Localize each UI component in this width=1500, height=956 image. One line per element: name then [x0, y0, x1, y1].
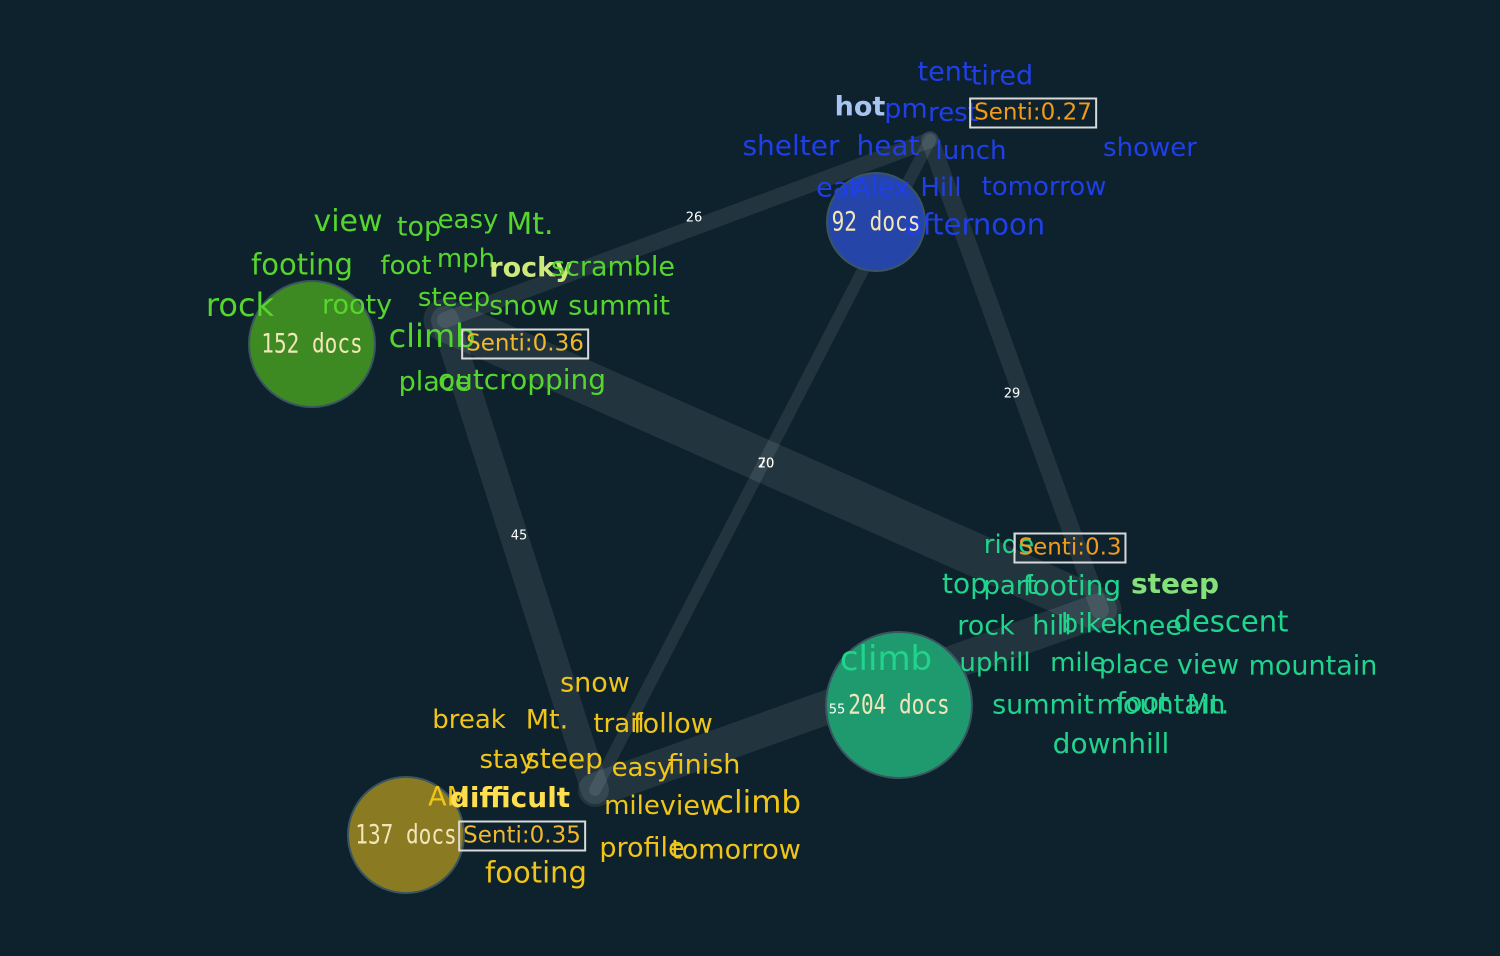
cluster-green-word: place	[398, 366, 472, 398]
cluster-blue-word: Hill	[920, 173, 962, 203]
cluster-teal-doc-count: 204 docs	[848, 689, 950, 721]
cluster-blue-word: shelter	[742, 129, 840, 162]
cluster-teal-word: mile	[1050, 648, 1106, 678]
edge-blue-teal	[921, 131, 1109, 619]
cluster-blue-doc-count: 92 docs	[831, 206, 921, 238]
nodes	[248, 172, 973, 894]
cluster-teal-word: mountain	[1096, 689, 1226, 721]
cluster-yellow-word: trail	[593, 709, 645, 739]
edge-green-teal	[423, 298, 1122, 632]
cluster-green-word: snow	[489, 290, 559, 322]
cluster-green-word: top	[396, 211, 442, 243]
cluster-blue-word: Alex	[851, 172, 911, 204]
cluster-yellow-word: profile	[599, 832, 685, 864]
cluster-node-blue[interactable]	[826, 172, 926, 272]
cluster-node-teal[interactable]	[825, 631, 973, 779]
cluster-blue-word: lunch	[935, 136, 1007, 166]
cluster-teal-word: descent	[1173, 604, 1289, 639]
cluster-green-word: rooty	[321, 289, 393, 321]
cluster-node-yellow[interactable]	[347, 776, 465, 894]
cluster-teal-word: steep	[1130, 567, 1220, 600]
edge-green-blue	[437, 132, 938, 328]
cluster-green-word: rocky	[489, 252, 573, 284]
cluster-teal-word: hill	[1032, 610, 1072, 642]
cluster-teal-word: view	[1176, 649, 1240, 681]
cluster-yellow-doc-count: 137 docs	[355, 819, 457, 851]
cluster-green-word: foot	[380, 251, 432, 281]
cluster-yellow-word: easy	[611, 753, 673, 783]
cluster-teal-sentiment-badge: Senti:0.3	[1013, 532, 1127, 564]
edge-label-green-teal: 70	[757, 456, 775, 472]
cluster-teal-word: bike	[1061, 608, 1117, 640]
cluster-blue-word: tomorrow	[981, 172, 1107, 202]
cluster-teal-word: downhill	[1052, 727, 1170, 760]
cluster-yellow-word: tomorrow	[671, 834, 801, 866]
cluster-green-word: rock	[205, 286, 275, 324]
cluster-teal-word: rock	[957, 610, 1015, 642]
cluster-yellow-word: footing	[485, 855, 587, 890]
edge-label-yellow-teal: 55	[828, 702, 846, 718]
cluster-yellow-word: view	[659, 790, 723, 822]
cluster-teal-word: mountain	[1248, 650, 1378, 682]
cluster-green-word: view	[313, 204, 383, 239]
cluster-teal-word: knee	[1116, 610, 1182, 642]
cluster-yellow-word: difficult	[449, 781, 571, 814]
cluster-yellow-word: stay	[479, 745, 535, 775]
cluster-green-word: scramble	[550, 251, 676, 283]
cluster-teal-word: footing	[1022, 569, 1122, 602]
cluster-teal-word: place	[1099, 650, 1169, 680]
cluster-yellow-word: Mt.	[525, 704, 569, 736]
cluster-teal-word: Mt.	[1186, 689, 1230, 721]
cluster-blue-word: hot	[834, 91, 886, 123]
edge-green-yellow	[431, 306, 609, 804]
cluster-green-sentiment-badge: Senti:0.36	[461, 328, 589, 360]
cluster-teal-word: uphill	[959, 648, 1031, 678]
cluster-yellow-sentiment-badge: Senti:0.35	[458, 820, 586, 852]
cluster-blue-word: afternoon	[904, 207, 1046, 242]
cluster-green-word: steep	[417, 283, 491, 313]
cluster-yellow-word: snow	[560, 667, 630, 699]
cluster-blue-word: shower	[1103, 133, 1197, 163]
cluster-blue-word: heat	[856, 129, 920, 162]
edge-label-blue-teal: 29	[1003, 386, 1021, 402]
cluster-yellow-word: finish	[667, 749, 741, 781]
cluster-blue-word: pm	[884, 93, 928, 125]
cluster-yellow-word: mile	[604, 791, 660, 821]
edge-label-green-yellow: 45	[510, 528, 528, 544]
cluster-green-word: climb	[388, 317, 476, 355]
cluster-green-word: mph	[436, 244, 496, 274]
cluster-node-green[interactable]	[248, 280, 376, 408]
cluster-teal-word: foot	[1116, 687, 1170, 719]
cluster-green-word: outcropping	[437, 363, 607, 396]
cluster-blue-sentiment-badge: Senti:0.27	[969, 97, 1097, 129]
cluster-green-word: easy	[437, 205, 499, 235]
cluster-teal-word: ride	[983, 530, 1035, 560]
cluster-yellow-word: steep	[525, 742, 603, 775]
cluster-teal-word: top	[942, 567, 988, 600]
edge-label-blue-yellow: 20	[757, 456, 775, 472]
cluster-blue-word: tired	[970, 60, 1034, 92]
cluster-teal-word: climb	[839, 639, 933, 679]
cluster-green-word: footing	[251, 247, 353, 282]
cluster-green-word: summit	[568, 290, 670, 322]
cluster-blue-word: tent	[917, 56, 973, 88]
cluster-teal-word: summit	[992, 689, 1094, 721]
cluster-yellow-word: break	[432, 705, 506, 735]
cluster-green-doc-count: 152 docs	[261, 328, 363, 360]
cluster-yellow-word: climb	[716, 784, 802, 821]
cluster-green-word: Mt.	[506, 207, 554, 242]
cluster-teal-word: part	[983, 571, 1037, 601]
cluster-yellow-word: AM	[428, 781, 470, 813]
cluster-yellow-word: follow	[633, 708, 713, 740]
edge-label-green-blue: 26	[685, 210, 703, 226]
cluster-blue-word: eat	[816, 172, 860, 204]
